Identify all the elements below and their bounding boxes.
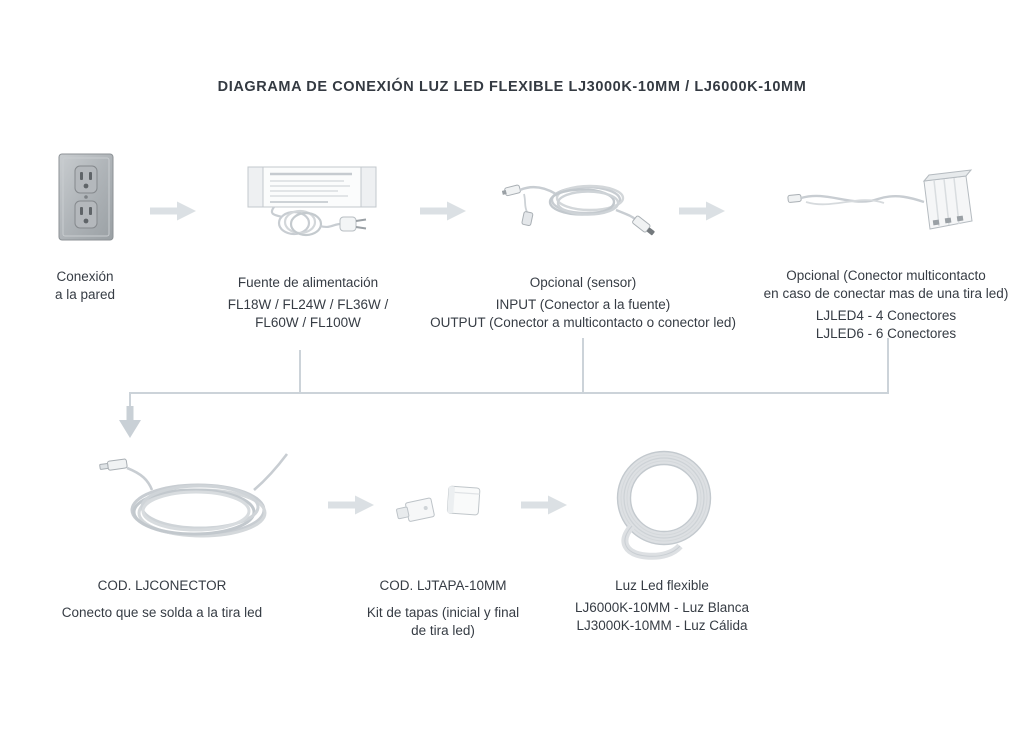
label-line: LJLED6 - 6 Conectores	[815, 326, 957, 341]
label-line: LJ6000K-10MM - Luz Blanca	[574, 600, 750, 615]
arrow-down-icon	[119, 406, 141, 438]
wall-outlet-label: Conexión a la pared	[20, 268, 150, 304]
wall-outlet-image	[58, 153, 114, 241]
led-strip-coil-image	[616, 450, 712, 560]
arrow-right-icon	[679, 201, 725, 221]
multicontact-connector-image	[787, 169, 973, 230]
label-line: FL18W / FL24W / FL36W /	[227, 297, 389, 312]
multicontact-label: Opcional (Conector multicontacto en caso…	[746, 267, 1024, 343]
label-title: Fuente de alimentación	[237, 275, 379, 290]
label-line: OUTPUT (Conector a multicontacto o conec…	[430, 315, 736, 330]
label-line: FL60W / FL100W	[255, 315, 361, 330]
connector-line-horizontal	[130, 392, 889, 394]
label-code: COD. LJCONECTOR	[97, 578, 227, 593]
label-line: Conexión	[56, 269, 114, 284]
end-caps-image	[396, 485, 481, 522]
label-line: INPUT (Conector a la fuente)	[495, 297, 671, 312]
solder-connector-image	[99, 453, 289, 538]
end-caps-label: COD. LJTAPA-10MM Kit de tapas (inicial y…	[343, 577, 543, 640]
diagram-title: DIAGRAMA DE CONEXIÓN LUZ LED FLEXIBLE LJ…	[217, 79, 807, 95]
led-strip-label: Luz Led flexible LJ6000K-10MM - Luz Blan…	[542, 577, 782, 635]
sensor-cable-image	[502, 184, 655, 236]
sensor-label: Opcional (sensor) INPUT (Conector a la f…	[413, 274, 753, 332]
connector-line-sensor	[582, 338, 584, 393]
power-supply-label: Fuente de alimentación FL18W / FL24W / F…	[208, 274, 408, 332]
arrow-right-icon	[150, 201, 196, 221]
label-title: Luz Led flexible	[615, 578, 709, 593]
label-title: en caso de conectar mas de una tira led)	[763, 286, 1009, 301]
arrow-right-icon	[420, 201, 466, 221]
label-line: LJLED4 - 4 Conectores	[815, 308, 957, 323]
arrow-right-icon	[521, 495, 567, 515]
power-supply-image	[247, 166, 377, 237]
label-line: Conecto que se solda a la tira led	[61, 605, 263, 620]
connector-line-multicontact	[887, 338, 889, 393]
label-line: LJ3000K-10MM - Luz Cálida	[576, 618, 748, 633]
label-line: de tira led)	[411, 623, 475, 638]
label-line: a la pared	[54, 287, 116, 302]
label-title: Opcional (sensor)	[529, 275, 637, 290]
connector-line-power-supply	[299, 350, 301, 393]
arrow-right-icon	[328, 495, 374, 515]
label-title: Opcional (Conector multicontacto	[786, 268, 986, 283]
label-line: Kit de tapas (inicial y final	[366, 605, 520, 620]
solder-connector-label: COD. LJCONECTOR Conecto que se solda a l…	[37, 577, 287, 622]
label-code: COD. LJTAPA-10MM	[379, 578, 507, 593]
connector-line-drop	[129, 392, 131, 408]
